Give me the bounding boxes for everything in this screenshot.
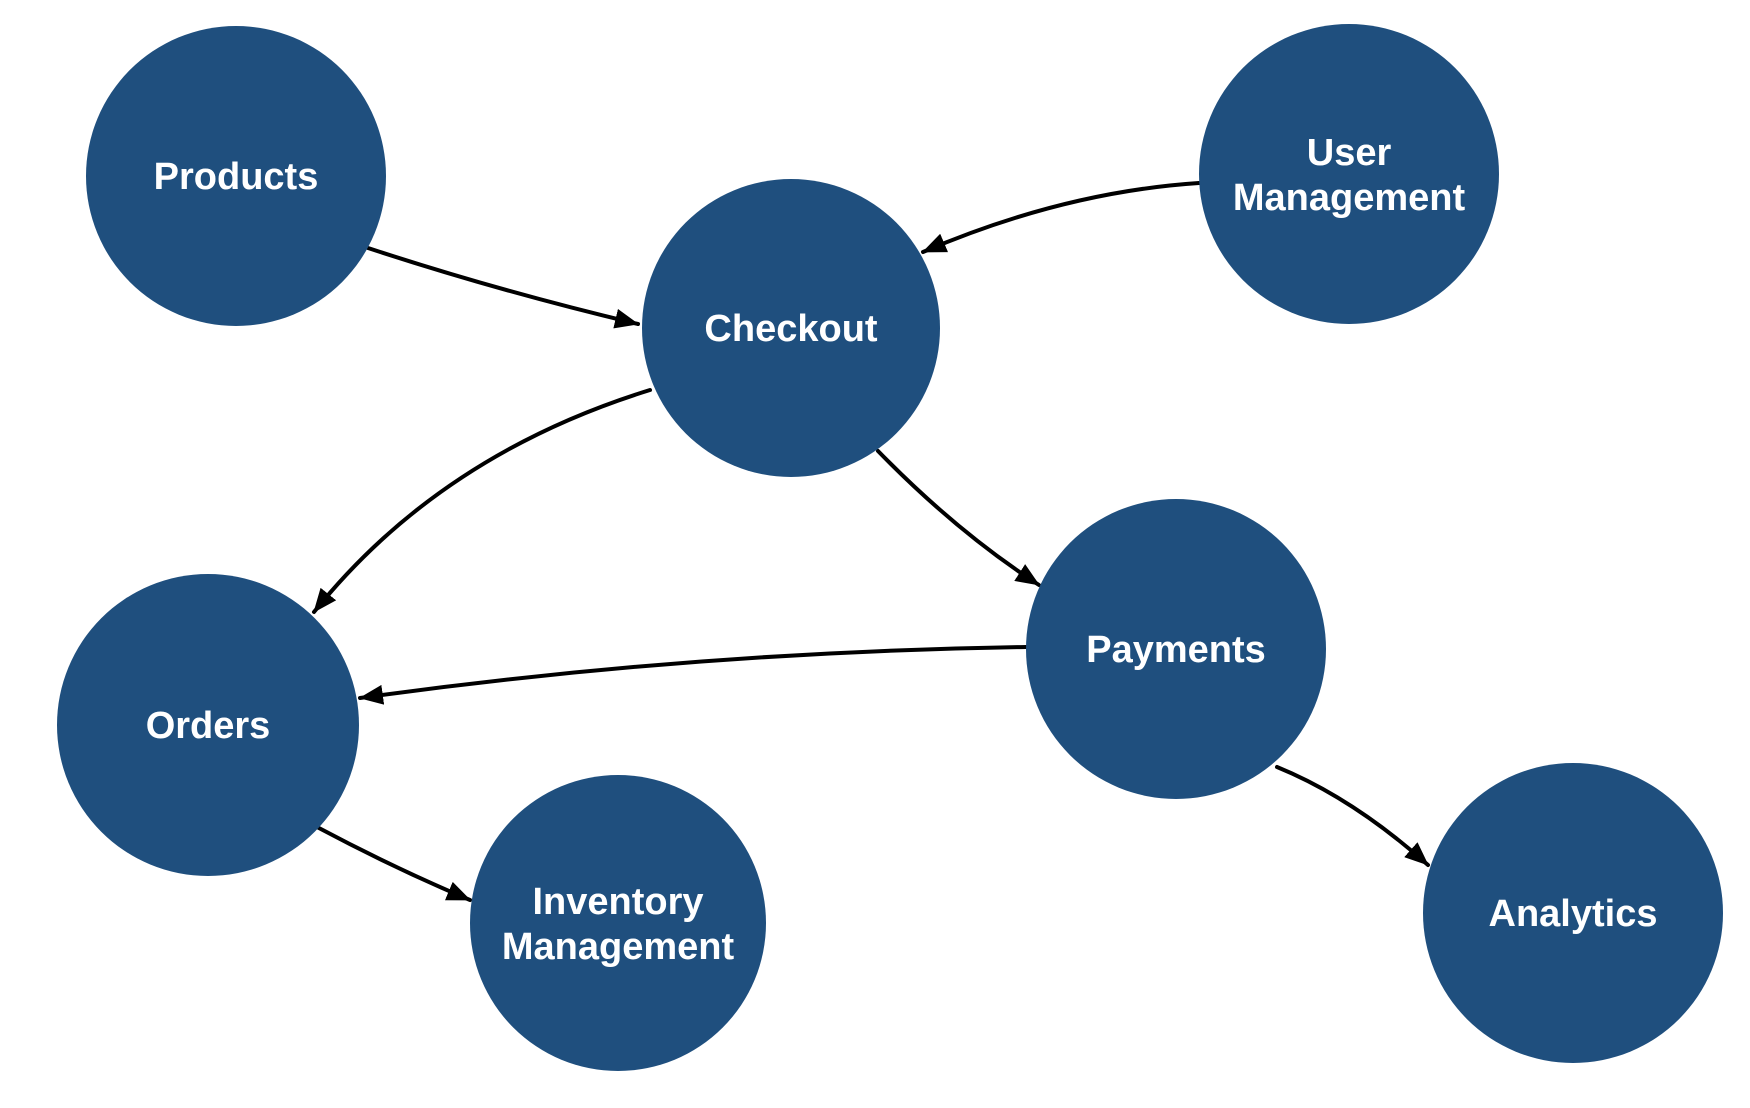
node-circle-orders[interactable]: [57, 574, 359, 876]
edge-payments-analytics: [1275, 765, 1430, 867]
node-circle-analytics[interactable]: [1423, 763, 1723, 1063]
node-label-line: User: [1307, 132, 1392, 174]
node-label-products: Products: [154, 156, 319, 198]
edge-payments-orders: [358, 645, 1028, 705]
node-orders[interactable]: Orders: [57, 574, 359, 876]
node-label-line: Orders: [146, 705, 271, 747]
edge-products-checkout: [366, 246, 640, 329]
node-label-line: Checkout: [704, 308, 877, 350]
node-label-line: Payments: [1086, 629, 1266, 671]
edge-checkout-payments: [876, 449, 1041, 587]
node-checkout[interactable]: Checkout: [642, 179, 940, 477]
node-label-orders: Orders: [146, 705, 271, 747]
node-label-checkout: Checkout: [704, 308, 877, 350]
node-circle-checkout[interactable]: [642, 179, 940, 477]
node-analytics[interactable]: Analytics: [1423, 763, 1723, 1063]
edge-checkout-orders: [312, 388, 652, 614]
node-payments[interactable]: Payments: [1026, 499, 1326, 799]
node-circle-user-management[interactable]: [1199, 24, 1499, 324]
node-label-line: Management: [502, 926, 735, 968]
node-label-line: Products: [154, 156, 319, 198]
edge-user-management-checkout: [921, 181, 1201, 254]
node-label-line: Inventory: [532, 881, 703, 923]
node-circle-payments[interactable]: [1026, 499, 1326, 799]
node-products[interactable]: Products: [86, 26, 386, 326]
edge-orders-inventory-management: [315, 825, 472, 902]
node-label-line: Management: [1233, 177, 1466, 219]
node-label-analytics: Analytics: [1489, 893, 1658, 935]
node-label-payments: Payments: [1086, 629, 1266, 671]
node-circle-products[interactable]: [86, 26, 386, 326]
node-circle-inventory-management[interactable]: [470, 775, 766, 1071]
node-label-line: Analytics: [1489, 893, 1658, 935]
